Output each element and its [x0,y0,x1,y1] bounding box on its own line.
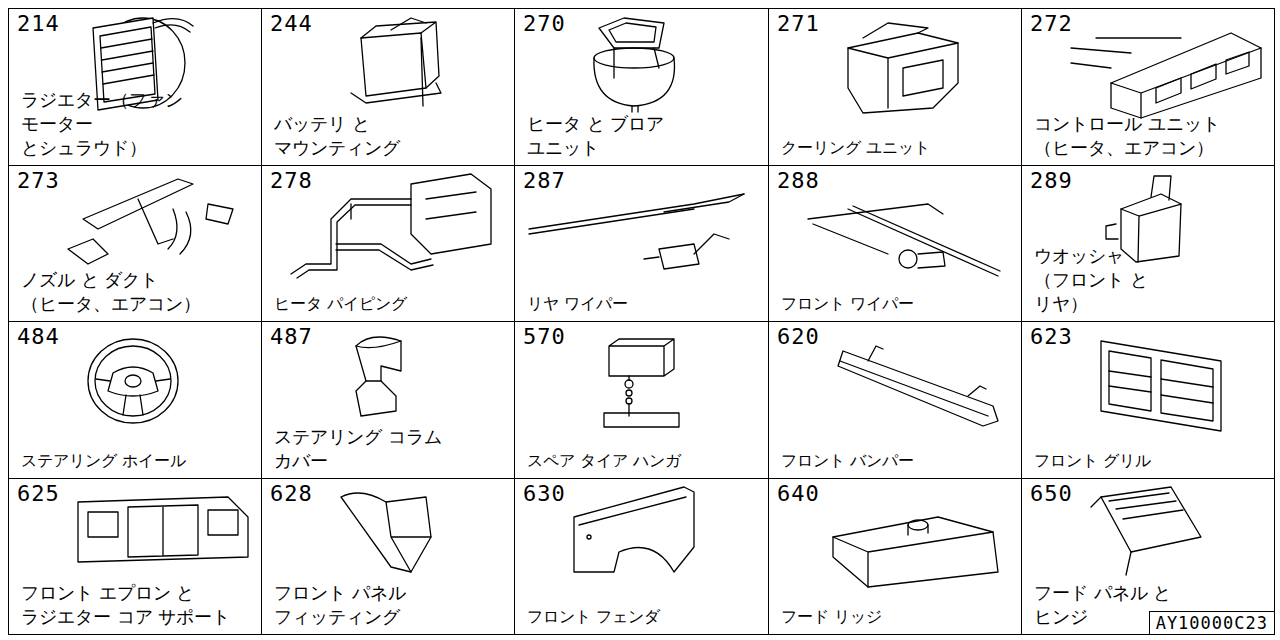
steering-wheel-drawing [88,339,178,423]
part-name: ウオッシャ （フロント と リヤ） [1034,244,1184,316]
callout-number: 287 [523,168,566,194]
callout-number: 272 [1030,11,1073,37]
front-bumper-drawing [838,346,998,426]
code-box: AY10000C23 [1149,611,1275,635]
catalog-cell: 628 フロント パネル フィッティング [261,478,515,635]
cooling-unit-drawing [848,23,958,113]
catalog-cell: 214 ラジエター（ファン モーター とシュラウド） [8,8,262,166]
front-fender-drawing [574,487,694,572]
part-name: スペア タイア ハンガ [527,449,763,473]
part-name: フロント パネル フィッティング [274,581,474,629]
callout-number: 273 [17,168,60,194]
part-name: ヒータ と ブロア ユニット [527,112,687,160]
callout-number: 244 [270,11,313,37]
catalog-cell: 273 ノズル と ダクト （ヒータ、エアコン） [8,165,262,322]
part-name: ステアリング ホイール [21,449,256,473]
tire-hanger-drawing [604,339,679,427]
catalog-cell: 484 ステアリング ホイール [8,321,262,479]
callout-number: 214 [17,11,60,37]
catalog-cell: 650フード パネル と ヒンジAY10000C23 [1021,478,1275,635]
callout-number: 487 [270,324,313,350]
catalog-cell: 270 ヒータ と ブロア ユニット [514,8,769,166]
callout-number: 570 [523,324,566,350]
catalog-cell: 288 フロント ワイパー [768,165,1022,322]
catalog-cell: 630 フロント フェンダ [514,478,769,635]
rear-wiper-drawing [529,194,744,269]
callout-number: 484 [17,324,60,350]
part-name: フロント ワイパー [781,292,1016,316]
front-apron-drawing [78,497,248,562]
part-name: ラジエター（ファン モーター とシュラウド） [21,88,221,160]
catalog-cell: 271 クーリング ユニット [768,8,1022,166]
catalog-cell: 278 ヒータ パイピング [261,165,515,322]
part-name: フロント グリル [1034,449,1269,473]
callout-number: 628 [270,481,313,507]
callout-number: 650 [1030,481,1073,507]
control-unit-drawing [1071,33,1261,118]
battery-drawing [351,18,441,106]
hood-drawing [1091,487,1201,575]
catalog-cell: 570 スペア タイア ハンガ [514,321,769,479]
callout-number: 623 [1030,324,1073,350]
catalog-cell: 625 フロント エプロン と ラジエター コア サポート [8,478,262,635]
hood-ledge-drawing [833,517,998,587]
catalog-cell: 487 ステアリング コラム カバー [261,321,515,479]
part-name: ノズル と ダクト （ヒータ、エアコン） [21,268,221,316]
callout-number: 271 [777,11,820,37]
catalog-cell: 620 フロント バンパー [768,321,1022,479]
part-name: フロント バンパー [781,449,1016,473]
callout-number: 289 [1030,168,1073,194]
callout-number: 278 [270,168,313,194]
part-name: コントロール ユニット （ヒータ、エアコン） [1034,112,1249,160]
catalog-cell: 289 ウオッシャ （フロント と リヤ） [1021,165,1275,322]
part-name: クーリング ユニット [781,136,1016,160]
part-name: フード リッジ [781,605,1016,629]
part-name: フロント エプロン と ラジエター コア サポート [21,581,256,629]
callout-number: 270 [523,11,566,37]
callout-number: 630 [523,481,566,507]
drawing-code: AY10000C23 [1156,612,1268,634]
callout-number: 288 [777,168,820,194]
part-name: ステアリング コラム カバー [274,425,474,473]
heater-piping-drawing [291,174,491,278]
callout-number: 620 [777,324,820,350]
catalog-cell: 244 バッテリ と マウンティング [261,8,515,166]
part-name: フロント フェンダ [527,605,763,629]
part-name: ヒータ パイピング [274,292,509,316]
catalog-cell: 623 フロント グリル [1021,321,1275,479]
catalog-cell: 287 リヤ ワイパー [514,165,769,322]
catalog-cell: 640 フード リッジ [768,478,1022,635]
part-name: バッテリ と マウンティング [274,112,424,160]
front-panel-drawing [341,493,431,572]
part-name: リヤ ワイパー [527,292,763,316]
front-grille-drawing [1101,341,1221,431]
front-wiper-drawing [808,204,1000,276]
nozzle-duct-drawing [68,179,233,264]
catalog-cell: 272 コントロール ユニット （ヒータ、エアコン） [1021,8,1275,166]
heater-blower-drawing [594,18,675,112]
column-cover-drawing [356,337,401,416]
callout-number: 640 [777,481,820,507]
callout-number: 625 [17,481,60,507]
